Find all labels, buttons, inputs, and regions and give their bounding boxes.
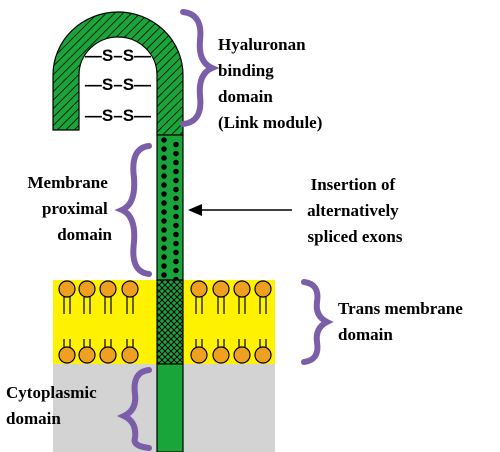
exon-dot <box>161 173 167 179</box>
exon-dot <box>173 267 179 274</box>
exon-dot <box>161 236 167 242</box>
disulfide-bond-1: —S–S— <box>85 46 151 65</box>
exon-dot <box>161 200 167 206</box>
exon-dot <box>173 195 179 202</box>
membrane-proximal-stalk <box>156 134 184 281</box>
insertion-label: Insertion of alternatively spliced exons <box>307 175 403 246</box>
lipid-head <box>190 280 208 298</box>
exon-dot <box>161 182 167 188</box>
transmembrane-segment <box>156 279 184 365</box>
lipid-head <box>121 280 139 298</box>
membrane-proximal-brace <box>114 143 152 277</box>
exon-dot <box>173 177 179 184</box>
membrane-proximal-label: Membrane proximal domain <box>27 173 112 244</box>
lipid-head <box>58 280 76 298</box>
exon-dot <box>173 213 179 220</box>
exon-dot <box>161 137 167 143</box>
lipid-head <box>212 346 230 364</box>
exon-dot <box>161 263 167 269</box>
lipid-head <box>121 346 139 364</box>
exon-dot <box>173 231 179 238</box>
exon-dot <box>161 164 167 170</box>
lipid-head <box>99 280 117 298</box>
exon-dot <box>173 204 179 211</box>
lipid-head <box>190 346 208 364</box>
lipid-head <box>99 346 117 364</box>
exon-dot <box>161 245 167 251</box>
exon-dot <box>173 150 179 157</box>
lipid-head <box>233 346 251 364</box>
transmembrane-label: Trans membrane domain <box>338 299 467 344</box>
disulfide-bond-2: —S–S— <box>85 75 151 94</box>
exon-dot <box>173 168 179 175</box>
exon-dot <box>161 191 167 197</box>
exon-dot <box>161 272 167 278</box>
exon-dot <box>161 254 167 260</box>
exon-dot <box>161 209 167 215</box>
exon-dot <box>173 222 179 229</box>
insertion-arrow-head <box>188 204 202 216</box>
exon-dot <box>161 218 167 224</box>
hyaluronan-binding-hook <box>52 11 184 136</box>
hyaluronan-label: Hyaluronan binding domain (Link module) <box>218 35 322 132</box>
disulfide-bond-3: —S–S— <box>85 106 151 125</box>
lipid-head <box>78 346 96 364</box>
lipid-head <box>212 280 230 298</box>
lipid-head <box>78 280 96 298</box>
exon-dot <box>161 155 167 161</box>
exon-dot <box>173 240 179 247</box>
exon-dot <box>173 258 179 265</box>
lipid-head <box>254 346 272 364</box>
exon-dot <box>173 249 179 256</box>
exon-dot <box>161 146 167 152</box>
cytoplasmic-tail <box>156 363 184 452</box>
lipid-head <box>254 280 272 298</box>
exon-dot <box>173 141 179 148</box>
cytoplasmic-brace <box>116 367 152 451</box>
exon-dot <box>173 159 179 166</box>
exon-dot <box>173 186 179 193</box>
transmembrane-brace <box>301 279 334 365</box>
cytoplasmic-label: Cytoplasmic domain <box>6 383 101 428</box>
lipid-bilayer <box>58 280 272 364</box>
lipid-head <box>233 280 251 298</box>
exon-dot <box>161 227 167 233</box>
hyaluronan-domain-brace <box>180 9 220 127</box>
lipid-head <box>58 346 76 364</box>
